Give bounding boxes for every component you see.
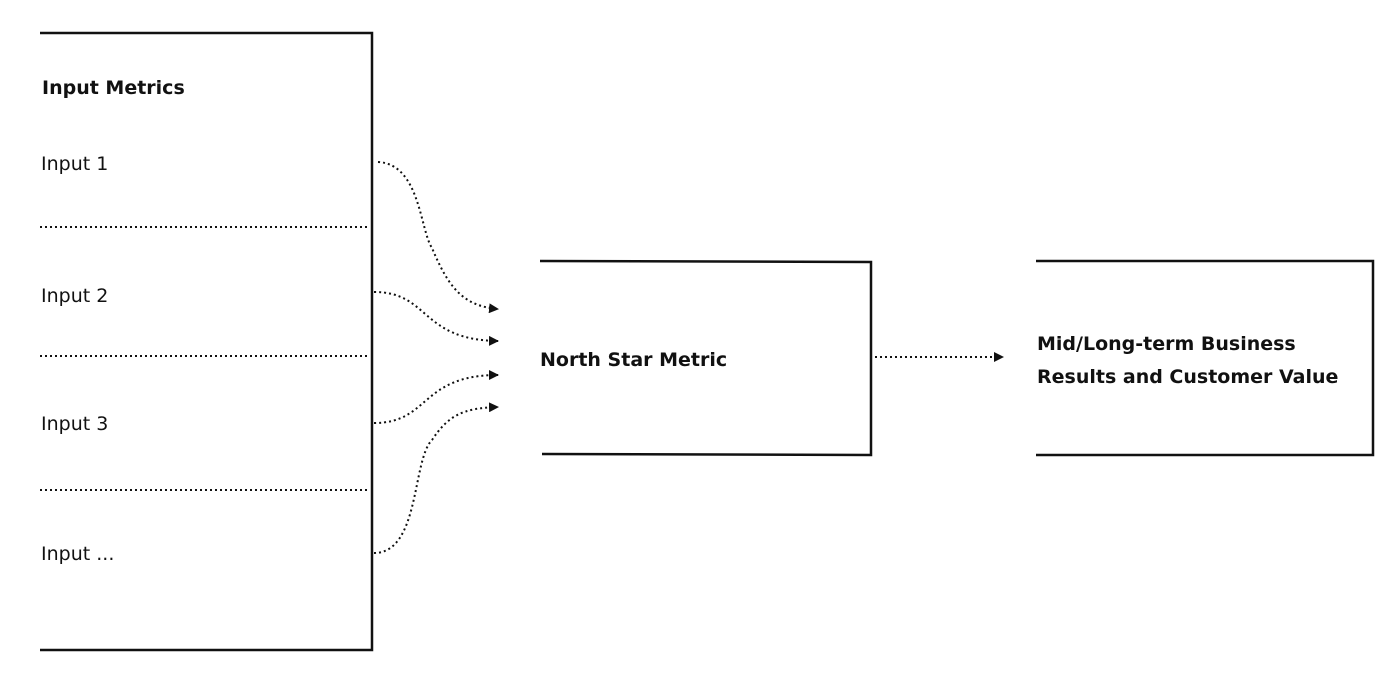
input-label-more: Input ... (41, 543, 115, 565)
arrow-input-1-to-north-star (377, 161, 499, 314)
outcome-box (1036, 259, 1375, 457)
north-star-label: North Star Metric (540, 349, 728, 371)
arrow-input-2-to-north-star (373, 291, 499, 346)
north-star-box (539, 259, 873, 457)
input-label-2: Input 2 (41, 285, 109, 307)
input-metrics-box (40, 31, 374, 652)
input-label-3: Input 3 (41, 413, 109, 435)
arrow-input-3-to-north-star (373, 370, 499, 424)
outcome-label-line-1: Mid/Long-term Business (1037, 333, 1296, 355)
arrow-input-more-to-north-star (373, 402, 499, 554)
input-label-1: Input 1 (41, 153, 109, 175)
input-metrics-title: Input Metrics (42, 77, 185, 99)
outcome-label-line-2: Results and Customer Value (1037, 366, 1339, 388)
